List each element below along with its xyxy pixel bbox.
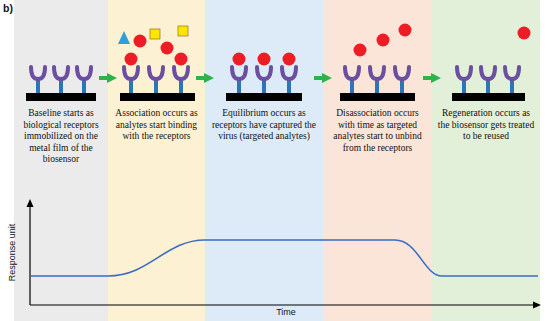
receptor-symbol bbox=[124, 67, 138, 93]
metal-film bbox=[120, 93, 195, 101]
response-curve bbox=[31, 240, 538, 276]
analyte bbox=[518, 27, 531, 40]
receptor-symbol bbox=[395, 67, 409, 93]
stage-band: Disassociation occurs with time as targe… bbox=[323, 0, 432, 321]
receptor-symbol bbox=[149, 67, 163, 93]
stage-band: Equilibrium occurs as receptors have cap… bbox=[205, 0, 323, 321]
receptor-symbol bbox=[370, 67, 384, 93]
analyte bbox=[377, 34, 390, 47]
step-arrow bbox=[196, 76, 207, 80]
stage-band: Regeneration occurs as the biosensor get… bbox=[432, 0, 540, 321]
metal-film bbox=[226, 93, 302, 101]
receptor-symbol bbox=[232, 67, 246, 93]
receptor-symbol bbox=[257, 67, 271, 93]
panel-label: b) bbox=[3, 2, 13, 15]
axis-title: Time bbox=[276, 307, 296, 318]
stage-description: Baseline starts as biological receptors … bbox=[14, 108, 108, 166]
analyte bbox=[354, 44, 367, 57]
analyte bbox=[283, 53, 296, 66]
y-axis bbox=[29, 206, 30, 305]
analyte bbox=[399, 24, 412, 37]
stage-band: Baseline starts as biological receptors … bbox=[14, 0, 108, 321]
other-molecule bbox=[178, 26, 188, 36]
axis-title: Response unit bbox=[8, 223, 19, 281]
analyte bbox=[161, 42, 174, 55]
other-molecule bbox=[118, 31, 130, 44]
stage-description: Disassociation occurs with time as targe… bbox=[323, 108, 432, 154]
analyte bbox=[134, 35, 147, 48]
axis-arrowhead bbox=[27, 199, 34, 207]
receptor-symbol bbox=[481, 67, 495, 93]
receptor-symbol bbox=[77, 67, 91, 93]
step-arrow bbox=[99, 76, 110, 80]
stage-band: Association occurs as analytes start bin… bbox=[108, 0, 205, 321]
step-arrow bbox=[423, 76, 434, 80]
receptor-symbol bbox=[31, 67, 45, 93]
receptor-symbol bbox=[505, 67, 519, 93]
stage-description: Regeneration occurs as the biosensor get… bbox=[432, 108, 540, 143]
receptor-symbol bbox=[345, 67, 359, 93]
analyte bbox=[233, 53, 246, 66]
analyte bbox=[125, 53, 138, 66]
metal-film bbox=[452, 93, 525, 101]
axis-arrowhead bbox=[533, 302, 541, 309]
analyte bbox=[175, 53, 188, 66]
receptor-symbol bbox=[54, 67, 68, 93]
analyte bbox=[258, 53, 271, 66]
x-axis bbox=[30, 304, 534, 305]
receptor-symbol bbox=[174, 67, 188, 93]
metal-film bbox=[340, 93, 415, 101]
receptor-symbol bbox=[457, 67, 471, 93]
metal-film bbox=[26, 93, 96, 101]
receptor-symbol bbox=[282, 67, 296, 93]
other-molecule bbox=[150, 29, 160, 39]
stage-description: Association occurs as analytes start bin… bbox=[108, 108, 205, 143]
stage-description: Equilibrium occurs as receptors have cap… bbox=[205, 108, 323, 143]
step-arrow bbox=[314, 76, 325, 80]
